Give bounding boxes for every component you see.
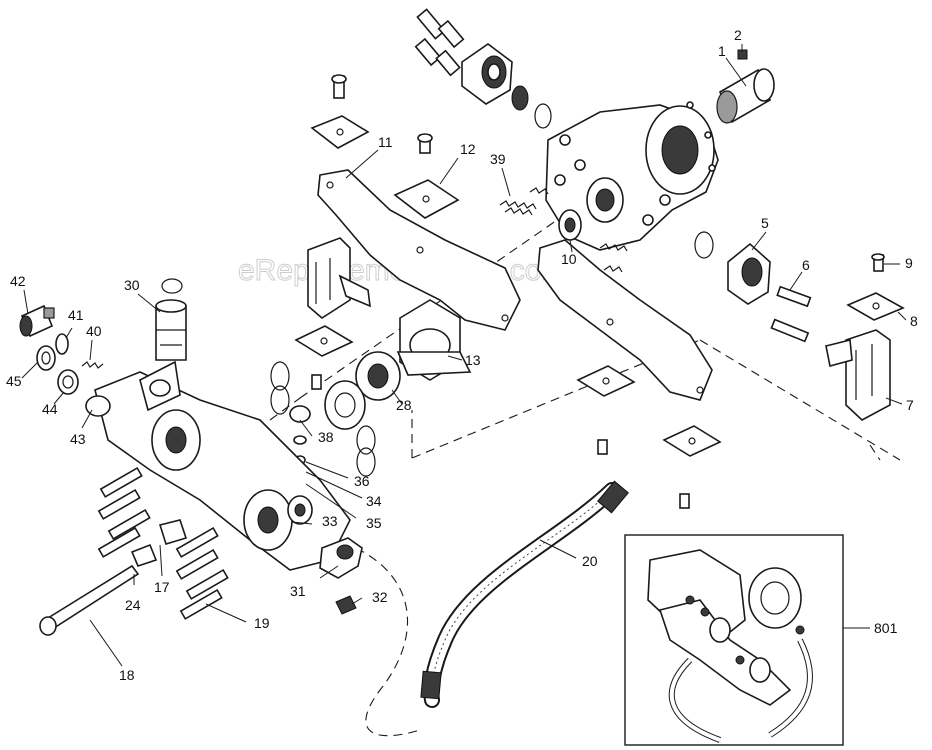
callout-40: 40	[86, 323, 102, 339]
unloader-42	[19, 304, 55, 338]
oil-seal-10	[558, 209, 582, 241]
callout-13: 13	[465, 352, 481, 368]
mount-plate-mid-left	[294, 325, 354, 390]
callout-2: 2	[734, 27, 742, 43]
crankcase-housing	[545, 101, 719, 251]
leader-lines	[21, 44, 907, 667]
callout-43: 43	[70, 431, 86, 447]
callout-44: 44	[42, 401, 58, 417]
mount-plate-8	[846, 292, 905, 321]
mount-plate-12	[393, 133, 460, 219]
callout-39: 39	[490, 151, 506, 167]
callout-5: 5	[761, 215, 769, 231]
callout-38: 38	[318, 429, 334, 445]
unloader-valve-30	[155, 278, 187, 361]
parts-40-41-45	[36, 333, 104, 371]
callout-32: 32	[372, 589, 388, 605]
callout-7: 7	[906, 397, 914, 413]
callout-24: 24	[125, 597, 141, 613]
callout-801: 801	[874, 620, 898, 636]
bolts-group-left	[97, 466, 229, 620]
handle-bracket-left	[307, 237, 371, 319]
cam-block-5	[727, 242, 771, 305]
bearing-28	[355, 351, 401, 401]
callout-35: 35	[366, 515, 382, 531]
callout-20: 20	[582, 553, 598, 569]
callout-33: 33	[322, 513, 338, 529]
callout-45: 45	[6, 373, 22, 389]
mount-plates-lower-right	[576, 365, 722, 509]
bolts-6	[770, 285, 812, 343]
callout-9: 9	[905, 255, 913, 271]
cap-32	[335, 595, 357, 615]
screw-9	[871, 253, 885, 272]
callout-12: 12	[460, 141, 476, 157]
callout-30: 30	[124, 277, 140, 293]
callout-6: 6	[802, 257, 810, 273]
callout-34: 34	[366, 493, 382, 509]
assembly-inset-801	[624, 534, 844, 746]
callout-42: 42	[10, 273, 26, 289]
callout-1: 1	[718, 43, 726, 59]
o-ring	[694, 231, 714, 259]
callout-41: 41	[68, 307, 84, 323]
bracket-plate-11	[317, 169, 521, 331]
callout-19: 19	[254, 615, 270, 631]
callout-8: 8	[910, 313, 918, 329]
callout-labels: 1 2 5 6 7 8 9 10 11 12 13 17 18 19 20 24…	[6, 27, 918, 683]
fitting-44	[57, 369, 79, 395]
pump-manifold	[85, 360, 351, 571]
manifold-cap	[461, 43, 513, 105]
elbow-31	[319, 537, 363, 579]
isolator-mount-13	[396, 299, 472, 381]
callout-36: 36	[354, 473, 370, 489]
assembly-inset-drawing	[647, 549, 813, 743]
mount-plate-top-left	[310, 74, 370, 149]
callout-11: 11	[378, 134, 393, 150]
fittings-17-24	[130, 519, 188, 567]
callout-28: 28	[396, 397, 412, 413]
o-rings-left	[270, 361, 376, 477]
wobble-plate	[324, 380, 366, 430]
top-bolts-group	[414, 8, 465, 77]
callout-10: 10	[561, 251, 577, 267]
callout-31: 31	[290, 583, 306, 599]
callout-17: 17	[154, 579, 170, 595]
long-bolt-18	[39, 564, 140, 636]
hose-20	[420, 480, 629, 708]
handle-bracket-7	[825, 329, 891, 421]
cam-bearing-1	[716, 68, 775, 124]
callout-18: 18	[119, 667, 135, 683]
valve-spring-39	[499, 187, 628, 273]
seal-rings	[511, 85, 552, 129]
bracket-plate-right	[537, 239, 713, 401]
